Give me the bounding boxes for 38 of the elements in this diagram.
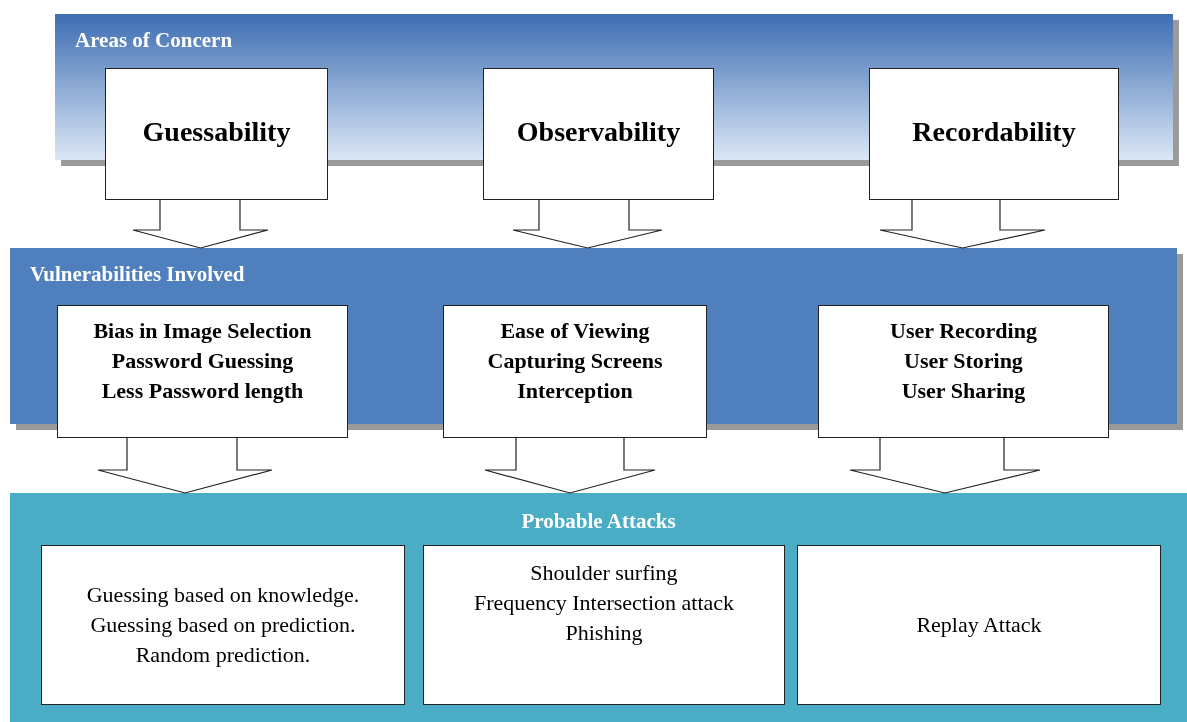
concern-title: Guessability — [142, 116, 291, 148]
attack-text: Phishing — [565, 619, 643, 647]
vulnerability-text: User Sharing — [900, 377, 1027, 405]
block-arrow — [849, 436, 1041, 494]
text-box — [818, 305, 1109, 438]
block-arrow — [512, 198, 663, 249]
text-box — [105, 68, 328, 200]
section-heading: Areas of Concern — [75, 28, 233, 53]
concern-title: Observability — [516, 116, 681, 148]
vulnerability-text: Bias in Image Selection — [92, 317, 313, 345]
attack-text: Frequency Intersection attack — [473, 589, 735, 617]
text-box — [41, 545, 405, 705]
vulnerability-text: Interception — [516, 377, 634, 405]
text-box — [797, 545, 1161, 705]
text-box — [483, 68, 714, 200]
text-box — [443, 305, 707, 438]
concern-title: Recordability — [912, 116, 1076, 148]
vulnerability-text: Capturing Screens — [486, 347, 664, 375]
attack-text: Replay Attack — [916, 611, 1042, 639]
vulnerability-text: Less Password length — [100, 377, 305, 405]
band-panel — [10, 493, 1187, 722]
block-arrow — [132, 198, 269, 249]
vulnerability-text: Password Guessing — [110, 347, 295, 375]
text-box — [423, 545, 785, 705]
attack-text: Shoulder surfing — [530, 559, 678, 587]
block-arrow — [97, 436, 273, 494]
block-arrow — [484, 436, 656, 494]
section-heading: Vulnerabilities Involved — [30, 262, 245, 287]
attack-text: Guessing based on knowledge. — [86, 581, 360, 609]
vulnerability-text: User Storing — [903, 347, 1024, 375]
vulnerability-text: User Recording — [889, 317, 1038, 345]
text-box — [57, 305, 348, 438]
block-arrow — [879, 198, 1046, 249]
attack-text: Random prediction. — [135, 641, 311, 669]
section-heading: Probable Attacks — [520, 509, 677, 534]
text-box — [869, 68, 1119, 200]
vulnerability-text: Ease of Viewing — [499, 317, 651, 345]
attack-text: Guessing based on prediction. — [90, 611, 356, 639]
